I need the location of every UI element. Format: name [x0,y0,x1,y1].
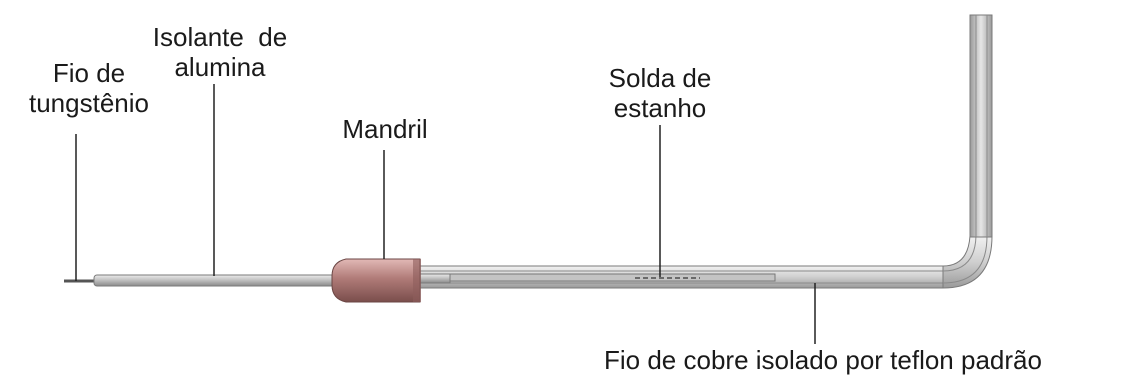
label-tin-solder: Solda de estanho [585,63,735,123]
label-alumina-line1: Isolante de [152,22,288,52]
chuck-stem [419,273,451,284]
label-solder-line1: Solda de [608,63,712,93]
chuck [331,258,421,303]
label-copper-wire: Fio de cobre isolado por teflon padrão [604,345,1123,375]
label-solder-line2: estanho [613,93,707,123]
label-chuck-text: Mandril [342,114,428,144]
label-alumina-line2: alumina [174,52,266,82]
label-chuck: Mandril [330,114,440,144]
label-tungsten-wire: Fio de tungstênio [14,58,164,118]
vertical-tube [969,14,993,238]
copper-core [429,273,776,282]
label-tungsten-line2: tungstênio [29,88,149,118]
label-tungsten-line1: Fio de [52,58,126,88]
label-copper-text: Fio de cobre isolado por teflon padrão [604,345,1042,375]
label-alumina-insulator: Isolante de alumina [130,22,310,82]
alumina-insulator [93,274,341,287]
